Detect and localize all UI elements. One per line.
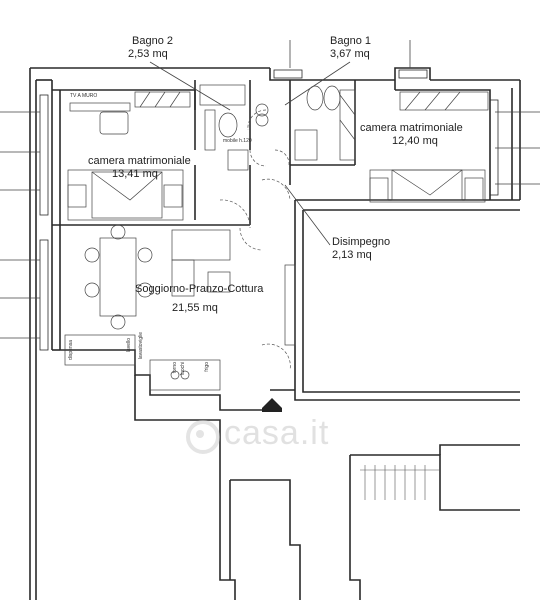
dispensa-label: dispensa [68, 340, 74, 361]
camera-right-area: 12,40 mq [392, 135, 438, 147]
camera-left-name: camera matrimoniale [88, 155, 191, 167]
bagno2-area: 2,53 mq [128, 48, 168, 60]
bagno2-name: Bagno 2 [132, 35, 173, 47]
right-bedroom-furniture [369, 91, 489, 203]
exterior-walls [29, 67, 521, 600]
window-marks [39, 69, 499, 351]
leader-lines [0, 40, 540, 339]
stair-treads [360, 465, 440, 500]
tv-label: TV A MURO [70, 93, 98, 99]
doors [219, 109, 291, 371]
disimpegno-area: 2,13 mq [332, 249, 372, 261]
living-furniture [64, 224, 296, 391]
frigo-label: frigo [204, 362, 210, 372]
casa-logo-icon [186, 420, 220, 454]
camera-right-name: camera matrimoniale [360, 122, 463, 134]
disimpegno-name: Disimpegno [332, 236, 391, 248]
entrance-marker [262, 398, 282, 412]
bagno1-name: Bagno 1 [330, 35, 371, 47]
forno-label: forno [172, 362, 178, 374]
watermark-text: casa.it [224, 414, 330, 452]
bagno1-area: 3,67 mq [330, 48, 370, 60]
fuochi-label: fuochi [180, 362, 186, 376]
soggiorno-name: Soggiorno-Pranzo-Cottura [135, 283, 264, 295]
soggiorno-area: 21,55 mq [172, 302, 218, 314]
camera-left-area: 13,41 mq [112, 168, 158, 180]
mobile-label: mobile h.120 [223, 138, 252, 144]
left-bedroom-furniture [67, 91, 191, 221]
lavello-label: lavello [126, 338, 132, 353]
lavastoviglie-label: lavastoviglie [138, 332, 144, 360]
bathroom-fixtures [199, 84, 356, 171]
